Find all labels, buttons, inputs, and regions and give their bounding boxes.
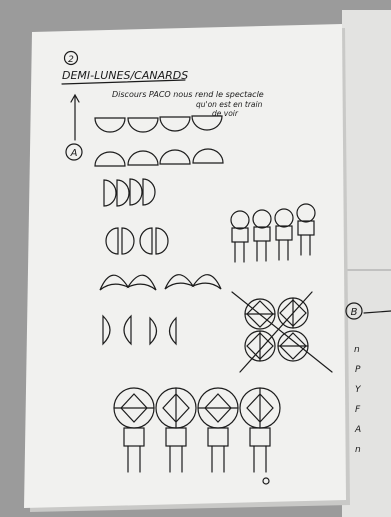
margin-mark: A [354, 425, 361, 435]
note-line-1: Discours PACO nous rend le spectacle [112, 90, 264, 99]
page-title: DEMI-LUNES/CANARDS [62, 69, 188, 82]
margin-mark: n [355, 445, 361, 455]
section-a-label: A [70, 148, 78, 159]
margin-mark: F [355, 405, 361, 415]
margin-mark: P [355, 365, 361, 375]
page-number: 2 [68, 55, 74, 65]
right-page [342, 10, 391, 517]
margin-mark: n [354, 345, 360, 355]
section-b-label: B [351, 307, 358, 318]
note-line-3: de voir [212, 109, 239, 118]
note-line-2: qu'on est en train [196, 100, 263, 109]
